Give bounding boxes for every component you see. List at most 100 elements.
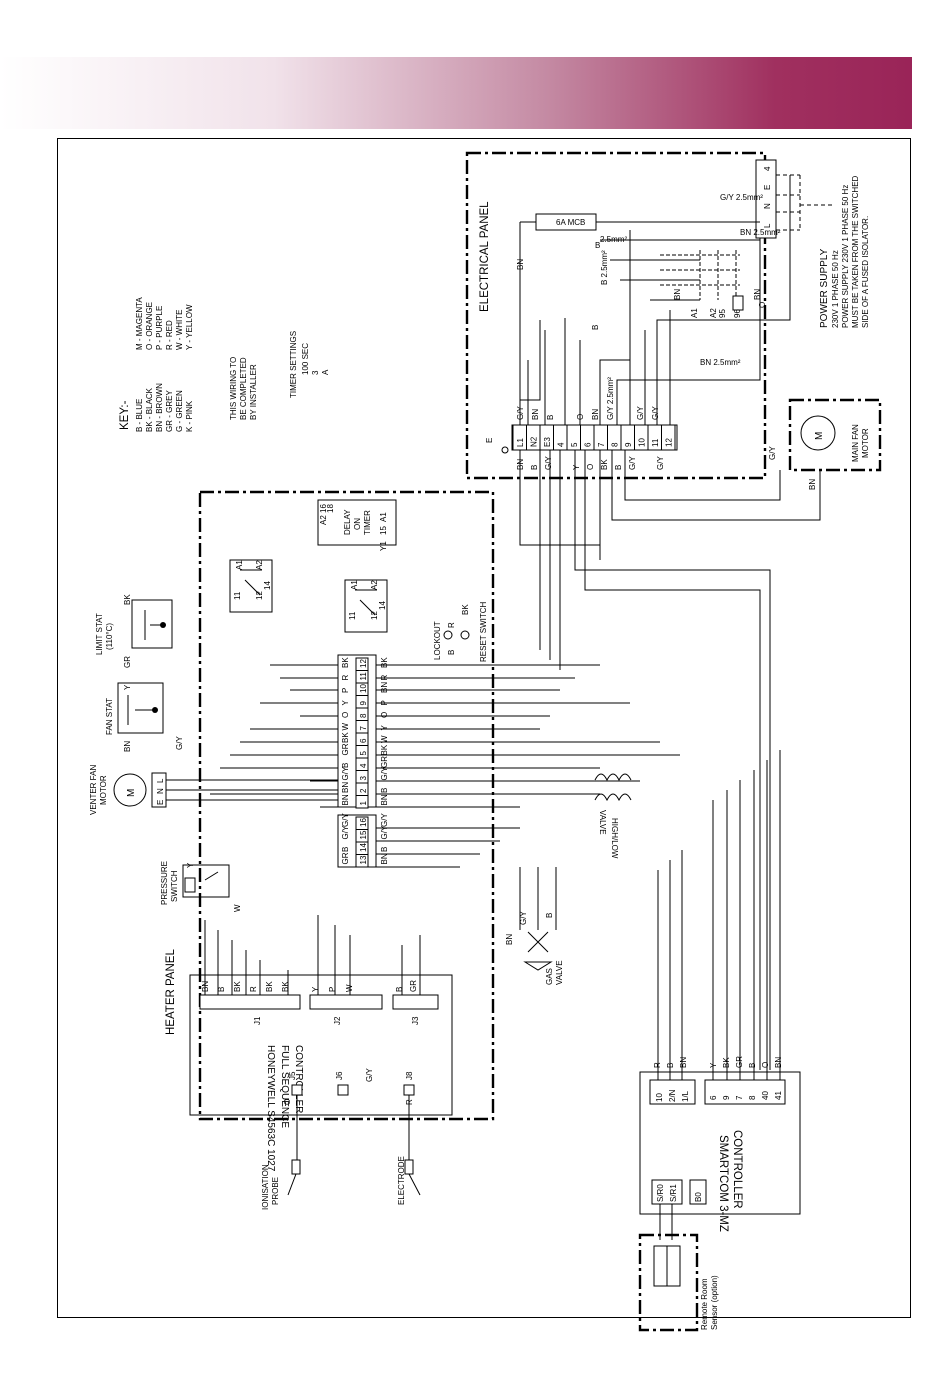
cable-label: BN 2.5mm² [740,228,781,237]
heater-wire-label: W [341,723,350,731]
relay-a-terminal: 14 [263,581,272,590]
key-entry: R - RED [165,320,174,350]
smartcom-sensor-terminal: S/R1 [669,1184,678,1202]
relay-b-terminal: 11 [348,611,357,620]
smartcom-terminal: 41 [774,1091,783,1100]
power-supply-line: MUST BE TAKEN FROM THE SWITCHED [851,175,860,328]
electrical-terminal-label: 5 [570,442,579,447]
heater-terminal-label: 5 [359,751,368,756]
honeywell-connector: J5 [288,1071,297,1080]
ionisation-probe-label-1: IONISATION [261,1164,270,1210]
j3-wire: B [395,987,404,992]
heater-wire-label: G/Y [380,813,389,827]
gas-valve-label-2: VALVE [555,960,564,985]
key-entry: BK - BLACK [145,387,154,432]
venter-fan-terminal: L [156,778,165,783]
main-fan-motor: M MAIN FAN MOTOR G/Y BN [768,415,870,490]
main-fan-wire-gy: G/Y [768,446,777,460]
relay-a-terminal: A1 [235,560,244,570]
delay-timer-terminal: A2 [319,515,328,525]
cable-label: BN [673,289,682,300]
heater-terminal-label: 14 [359,843,368,852]
venter-fan-label-2: MOTOR [99,775,108,805]
smartcom-sensor-terminal: B0 [694,1192,703,1202]
key-entry: O - ORANGE [145,302,154,350]
j1-wire: BK [281,981,290,992]
j3-wire: GR [409,980,418,992]
heater-terminal-label: 13 [359,855,368,864]
j1-wire: R [249,986,258,992]
venter-fan-terminal: E [156,800,165,805]
pressure-switch-label-2: SWITCH [170,870,179,902]
reset-switch-label: RESET SWITCH [479,601,488,662]
smartcom-wire: B [748,1063,757,1068]
heater-wire-label: B [341,847,350,852]
electrical-terminal-label: 11 [651,438,660,447]
heater-terminal-label: 7 [359,726,368,731]
honeywell-connector: J1 [253,1016,262,1025]
key-entry: M - MAGENTA [135,297,144,350]
heater-wire-label: BN [380,682,389,693]
heater-panel-label: HEATER PANEL [165,949,177,1035]
venter-fan-terminal: N [156,788,165,794]
heater-terminal-label: 4 [359,763,368,768]
earth-label: E [485,438,494,443]
installer-note-line: BY INSTALLER [249,364,258,420]
pressure-switch-label-1: PRESSURE [160,861,169,905]
heater-wire-label: R [341,675,350,681]
heater-wire-label: B [380,788,389,793]
power-supply-title: POWER SUPPLY [819,248,830,328]
remote-room-sensor: Remote Room Sensor (option) [653,1245,719,1330]
remote-sensor-label-2: Sensor (option) [710,1275,719,1330]
electrical-wire-label: B [614,465,623,470]
high-low-valve-label-2: VALVE [598,810,607,835]
limit-stat-label-2: (110°C) [105,623,114,650]
heater-wire-label: G/Y [341,813,350,827]
heater-wire-label: BK [380,744,389,755]
electrical-terminal-label: 8 [611,442,620,447]
honeywell-connector: J6 [335,1071,344,1080]
relay-a-terminal: 11 [233,591,242,600]
mcb-label: 6A MCB [556,218,585,227]
j2-wire: P [328,987,337,992]
ionisation-probe-label-2: PROBE [271,1177,280,1205]
relay-b-terminal: 14 [378,601,387,610]
heater-terminal-label: 10 [359,684,368,693]
key-title: KEY:- [119,400,131,430]
header-banner [0,57,912,129]
gas-valve-wire-bn: BN [505,934,514,945]
delay-timer-terminal: 15 [379,526,388,535]
j1-wire: B [217,987,226,992]
fan-stat-label: FAN STAT [105,698,114,735]
venter-fan-motor: M ENL VENTER FAN MOTOR [89,765,340,815]
supply-terminal: 4 [763,166,772,171]
electrical-terminal-label: E3 [543,437,552,447]
cable-label: BN [753,289,762,300]
timer-setting-value: 3 [311,370,320,375]
lockout-reset: LOCKOUT RESET SWITCH B R BK [433,601,488,662]
smartcom-label-1: SMARTCOM 3-MZ [717,1135,729,1232]
lockout-label: LOCKOUT [433,621,442,660]
heater-wire-label: G/Y [341,766,350,780]
electrical-terminal-label: L1 [516,438,525,447]
electrical-wire-label: B [530,465,539,470]
electrical-terminal-label: 10 [638,438,647,447]
supply-terminal: E [763,185,772,190]
heater-terminal-label: 2 [359,788,368,793]
electrical-terminal-label: 7 [597,442,606,447]
earth-point [501,446,509,454]
limit-stat-wire-gr: GR [123,656,132,668]
main-fan-wire-bn: BN [808,479,817,490]
electrical-terminal-label: 9 [624,442,633,447]
lockout-wire-b: B [447,650,456,655]
venter-fan-symbol: M [126,789,137,797]
cable-label: B [591,325,600,330]
supply-terminal-block [755,159,777,239]
